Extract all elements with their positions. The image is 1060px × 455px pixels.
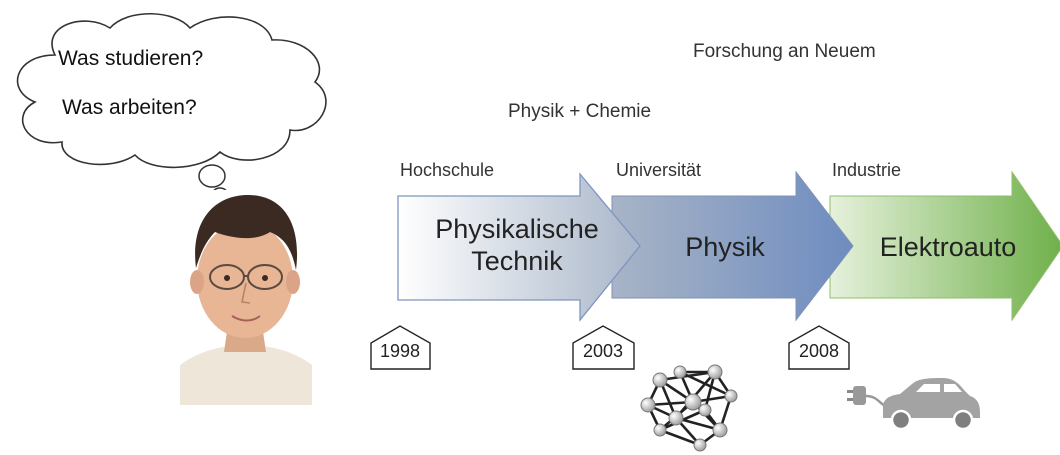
arrow-hochschule [397,172,641,322]
thought-line-work: Was arbeiten? [62,96,197,119]
label-subjects: Physik + Chemie [508,101,652,122]
thought-line-study: Was studieren? [58,47,204,70]
stage-category-industrie: Industrie [832,160,902,180]
year-marker-2003 [572,325,635,370]
label-research: Forschung an Neuem [693,41,876,62]
person-portrait [180,190,312,405]
arrow-industrie [829,170,1060,322]
arrow-title-elektroauto: Elektroauto [879,232,1017,262]
arrow-universitaet [611,170,854,322]
stage-category-universitaet: Universität [616,160,702,180]
arrow-title-physikalische-technik: Physikalische Technik [412,213,622,277]
electric-car-icon [847,378,980,431]
year-label-2008: 2008 [798,341,840,361]
year-label-1998: 1998 [379,341,421,361]
arrow-title-physik: Physik [685,232,765,262]
year-marker-1998 [370,325,431,370]
arrow-title-line2: Technik [471,246,563,276]
year-label-2003: 2003 [582,341,624,361]
year-marker-2008 [788,325,850,370]
arrow-title-line1: Physikalische [435,214,599,244]
molecule-network-icon [640,364,738,452]
stage-category-hochschule: Hochschule [400,160,495,180]
